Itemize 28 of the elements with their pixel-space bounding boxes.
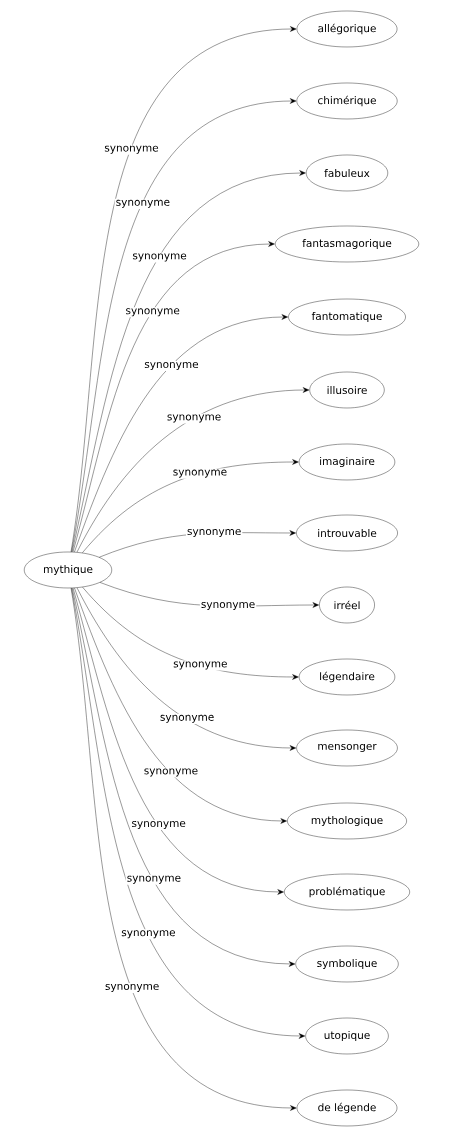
edge-label: synonyme xyxy=(103,144,160,155)
arrow xyxy=(74,314,288,553)
arrow xyxy=(70,587,297,1111)
edge-label: synonyme xyxy=(172,660,229,671)
edge-label: synonyme xyxy=(114,198,171,209)
edge-label: synonyme xyxy=(171,468,229,479)
edge-label: synonyme xyxy=(131,252,188,263)
edge-label: synonyme xyxy=(142,767,200,778)
arrow xyxy=(72,587,284,895)
edge-label: synonyme xyxy=(124,307,181,318)
arrow xyxy=(71,587,296,967)
arrow xyxy=(76,387,310,553)
edge-label: synonyme xyxy=(186,528,243,539)
edge-label: synonyme xyxy=(120,929,177,940)
arrow xyxy=(82,586,299,680)
arrow xyxy=(82,459,299,553)
arrow xyxy=(71,170,306,553)
edge-label: synonyme xyxy=(130,820,187,831)
edge-label: synonyme xyxy=(199,601,257,612)
arrow xyxy=(72,241,275,553)
edge-label: synonyme xyxy=(158,713,216,724)
edge-label: synonyme xyxy=(165,413,223,424)
arrow xyxy=(71,587,306,1039)
arrow xyxy=(74,587,287,824)
edge-label: synonyme xyxy=(103,982,161,993)
edge-label: synonyme xyxy=(143,361,200,372)
edge-label: synonyme xyxy=(125,874,183,885)
arrow xyxy=(76,587,297,751)
